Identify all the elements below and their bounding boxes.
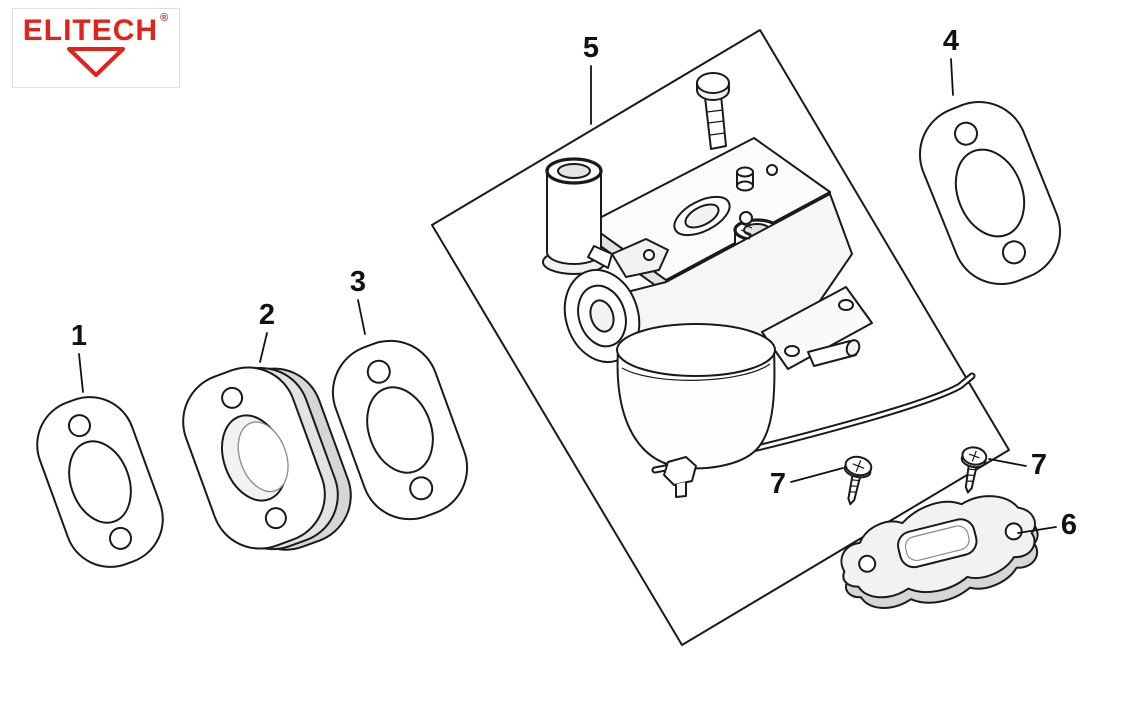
screw-threads [966,468,977,482]
brand-triangle-icon [67,47,125,77]
bowl-seam [621,363,771,381]
plate-center-opening [897,518,978,569]
venturi-throat [589,299,615,333]
screw-threads [849,479,860,493]
leader-line-2 [259,332,268,363]
plate-post-top [736,166,754,178]
gasket-center-hole [68,440,132,524]
plate-post-base [736,180,754,192]
plate-opening-depth [904,525,970,562]
brand-name-row: ELITECH® [22,12,170,47]
gasket-bolt-hole [954,121,979,146]
callout-label-7-left: 7 [770,468,786,500]
gasket-center-hole [366,386,434,474]
triangle-outline [67,47,125,77]
idle-screw-head [739,211,753,225]
drain-nut [663,456,697,486]
plate-opening-inner [684,203,720,229]
callout-label-5: 5 [583,32,599,64]
callout-label-4: 4 [943,25,959,57]
gasket-center-hole [954,148,1026,238]
part-2-insulator [182,366,352,551]
fuel-inlet [807,339,861,367]
block-bolt-hole [221,386,244,409]
gasket-bolt-hole [109,526,133,550]
gasket-bolt-hole [366,359,391,384]
block-bolt-hole [264,507,287,530]
exploded-view-box [431,29,1010,646]
inlet-tip [845,339,861,357]
bowl-rim [616,323,776,377]
part-5-carburetor [542,72,873,498]
leader-line-7-right [988,458,1027,467]
bolt-head-top [696,72,730,94]
float-bowl [616,323,776,498]
horn-bore [557,163,591,179]
bolt-threads [706,109,726,136]
throttle-lever [611,238,669,278]
throttle-arm [587,245,613,269]
callout-label-1: 1 [71,320,87,352]
leader-line-7-left [790,467,844,483]
screw-cross-slot [968,450,980,462]
air-horn-large [542,157,606,275]
part-3-gasket [331,339,469,521]
callout-label-3: 3 [350,266,366,298]
callout-label-6: 6 [1061,509,1077,541]
part-7-screw-right [960,446,988,494]
bowl-body [616,349,776,470]
brand-logo: ELITECH® [12,8,180,88]
gasket-bolt-hole [409,476,434,501]
screw-cross-slot [852,460,865,472]
part-1-gasket [36,396,164,568]
plate-bolt-hole [858,554,877,573]
plate-bolt-hole [1004,522,1023,541]
flange-hole [784,345,800,357]
leader-line-6 [1017,526,1057,534]
drain-tip [675,482,687,498]
leader-line-4 [950,58,954,96]
block-hole-depth [237,421,289,493]
part-4-gasket [918,100,1062,286]
gasket-bolt-hole [67,414,91,438]
gasket-bolt-hole [1001,240,1026,265]
registered-trademark-icon: ® [160,12,170,24]
part-6-spacer-plate [840,495,1039,609]
part-7-screw-left [843,455,873,506]
mounting-flange [761,286,873,370]
flange-hole [838,299,854,311]
idle-screw-spring [740,223,753,240]
callout-label-2: 2 [259,299,275,331]
throttle-screw [643,249,655,261]
leader-line-1 [78,353,84,393]
brand-name: ELITECH [22,14,159,47]
callout-label-7-right: 7 [1031,449,1047,481]
leader-line-3 [357,299,366,335]
plate-stud [766,164,778,176]
carburetor-top-bolt [696,72,730,150]
